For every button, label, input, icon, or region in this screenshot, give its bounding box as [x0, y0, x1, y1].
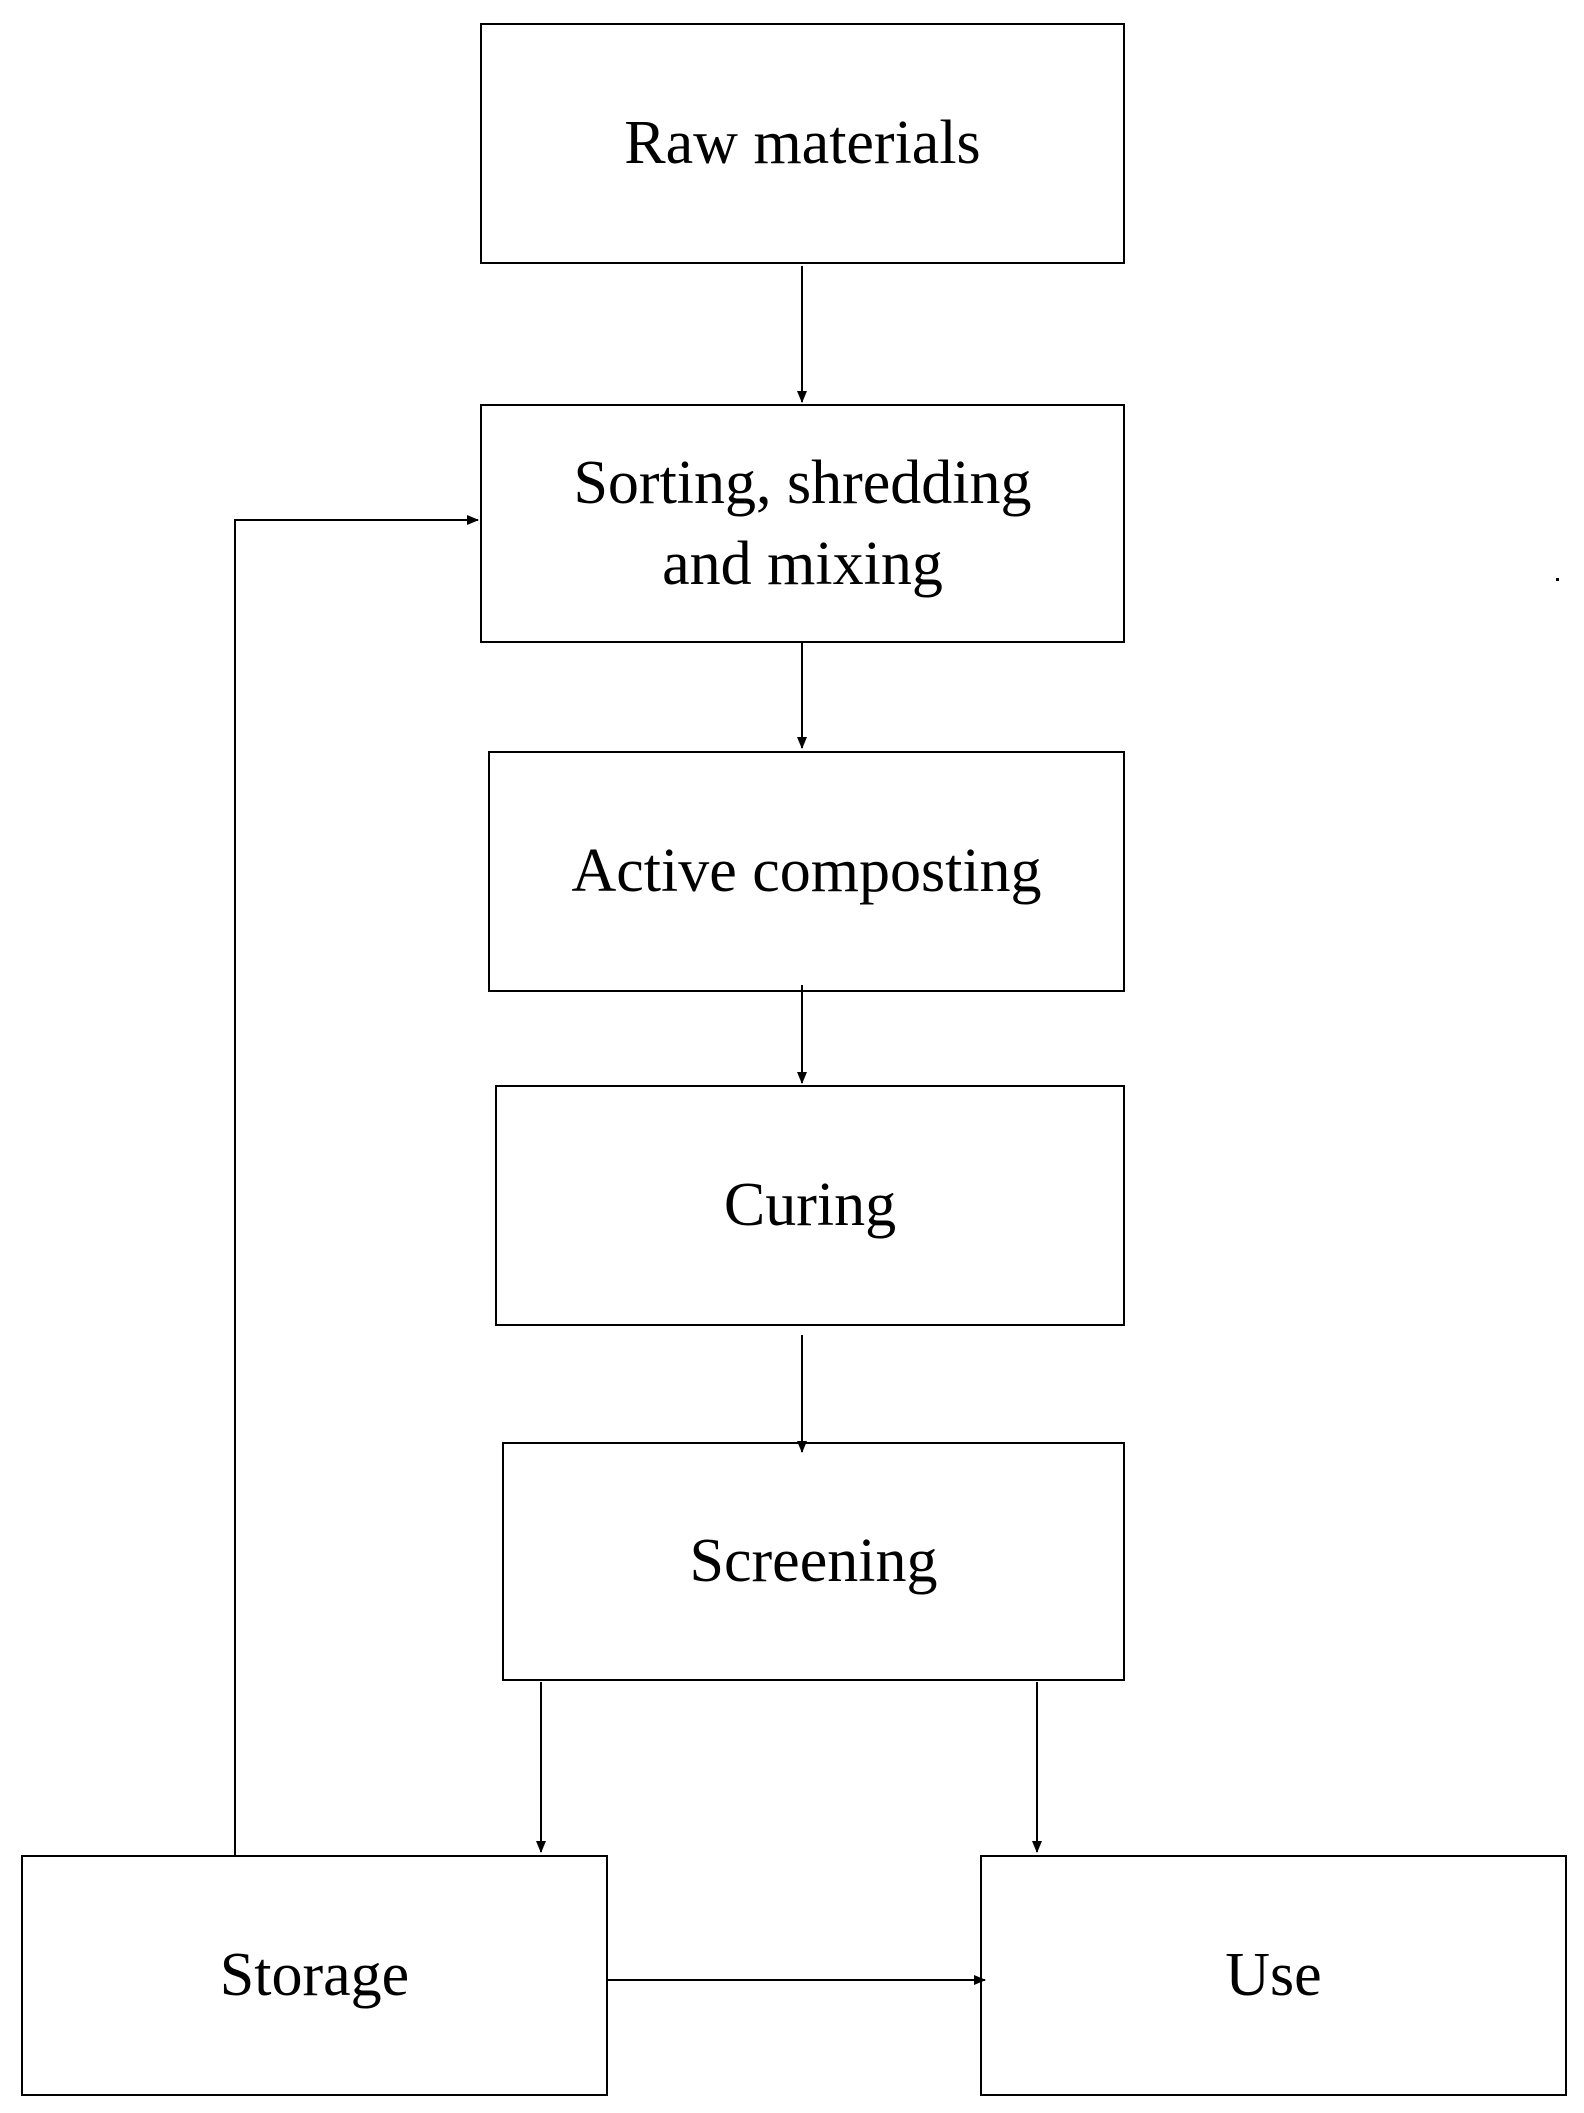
node-use: Use [980, 1855, 1567, 2096]
node-active-composting-label: Active composting [571, 837, 1042, 906]
edge-storage-to-sorting [234, 515, 479, 1855]
node-raw-materials: Raw materials [480, 23, 1125, 264]
node-screening-label: Screening [689, 1527, 938, 1596]
node-use-label: Use [1225, 1941, 1322, 2010]
node-sorting-label: Sorting, shredding and mixing [573, 448, 1032, 598]
node-raw-materials-label: Raw materials [624, 109, 981, 178]
node-curing: Curing [495, 1085, 1125, 1326]
node-active-composting: Active composting [488, 751, 1125, 992]
node-sorting-shredding-mixing: Sorting, shredding and mixing [480, 404, 1125, 643]
node-curing-label: Curing [723, 1171, 897, 1240]
node-storage-label: Storage [219, 1941, 410, 2010]
node-storage: Storage [21, 1855, 608, 2096]
node-screening: Screening [502, 1442, 1125, 1681]
stray-dot-mark [1556, 578, 1559, 581]
